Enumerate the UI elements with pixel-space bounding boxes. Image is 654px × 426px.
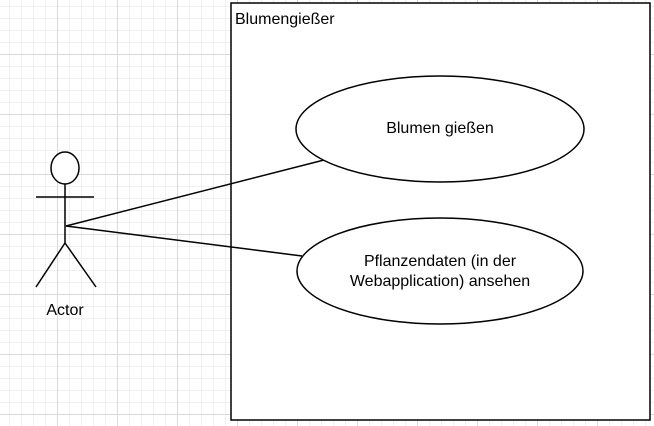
use-case-watering-label: Blumen gießen: [386, 120, 494, 137]
system-title: Blumengießer: [235, 11, 335, 28]
actor-label: Actor: [46, 302, 84, 319]
use-case-watering[interactable]: [295, 75, 585, 183]
association-line-plant-data[interactable]: [65, 225, 303, 257]
actor-head: [50, 151, 80, 185]
actor-left-leg: [35, 242, 66, 288]
use-case-plant-data[interactable]: [296, 217, 584, 325]
use-case-plant-data-label: Pflanzendaten (in der Webapplication) an…: [349, 253, 531, 290]
association-line-watering[interactable]: [65, 159, 325, 227]
actor-right-leg: [64, 242, 97, 288]
system-boundary[interactable]: [230, 2, 651, 421]
actor-figure[interactable]: [35, 151, 97, 288]
